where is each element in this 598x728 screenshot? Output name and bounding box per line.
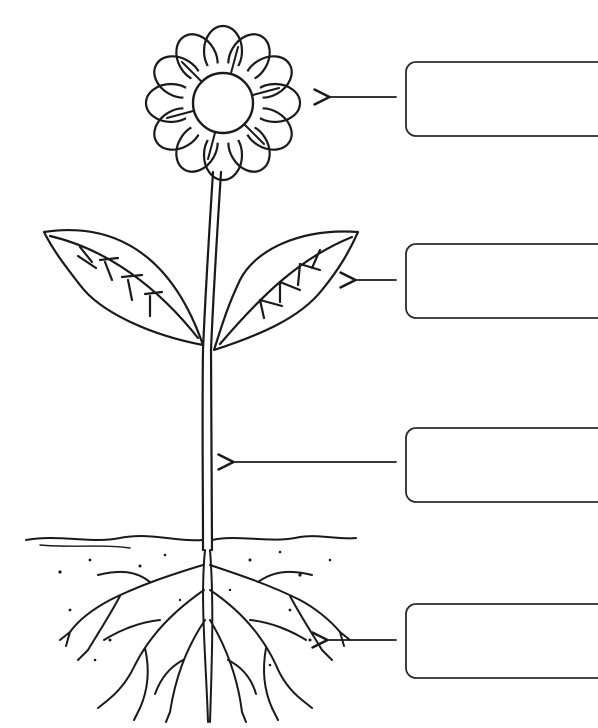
ground bbox=[26, 536, 356, 666]
label-box-roots[interactable] bbox=[406, 604, 598, 678]
label-box-stem[interactable] bbox=[406, 428, 598, 502]
left-leaf bbox=[44, 230, 203, 345]
flower bbox=[146, 26, 300, 180]
leaves bbox=[44, 230, 358, 350]
roots bbox=[60, 550, 350, 722]
label-box-flower[interactable] bbox=[406, 62, 598, 136]
stem bbox=[203, 172, 221, 550]
pointer-arrows bbox=[232, 97, 396, 640]
label-boxes bbox=[406, 62, 598, 678]
right-leaf bbox=[214, 232, 358, 350]
label-box-leaf[interactable] bbox=[406, 244, 598, 318]
